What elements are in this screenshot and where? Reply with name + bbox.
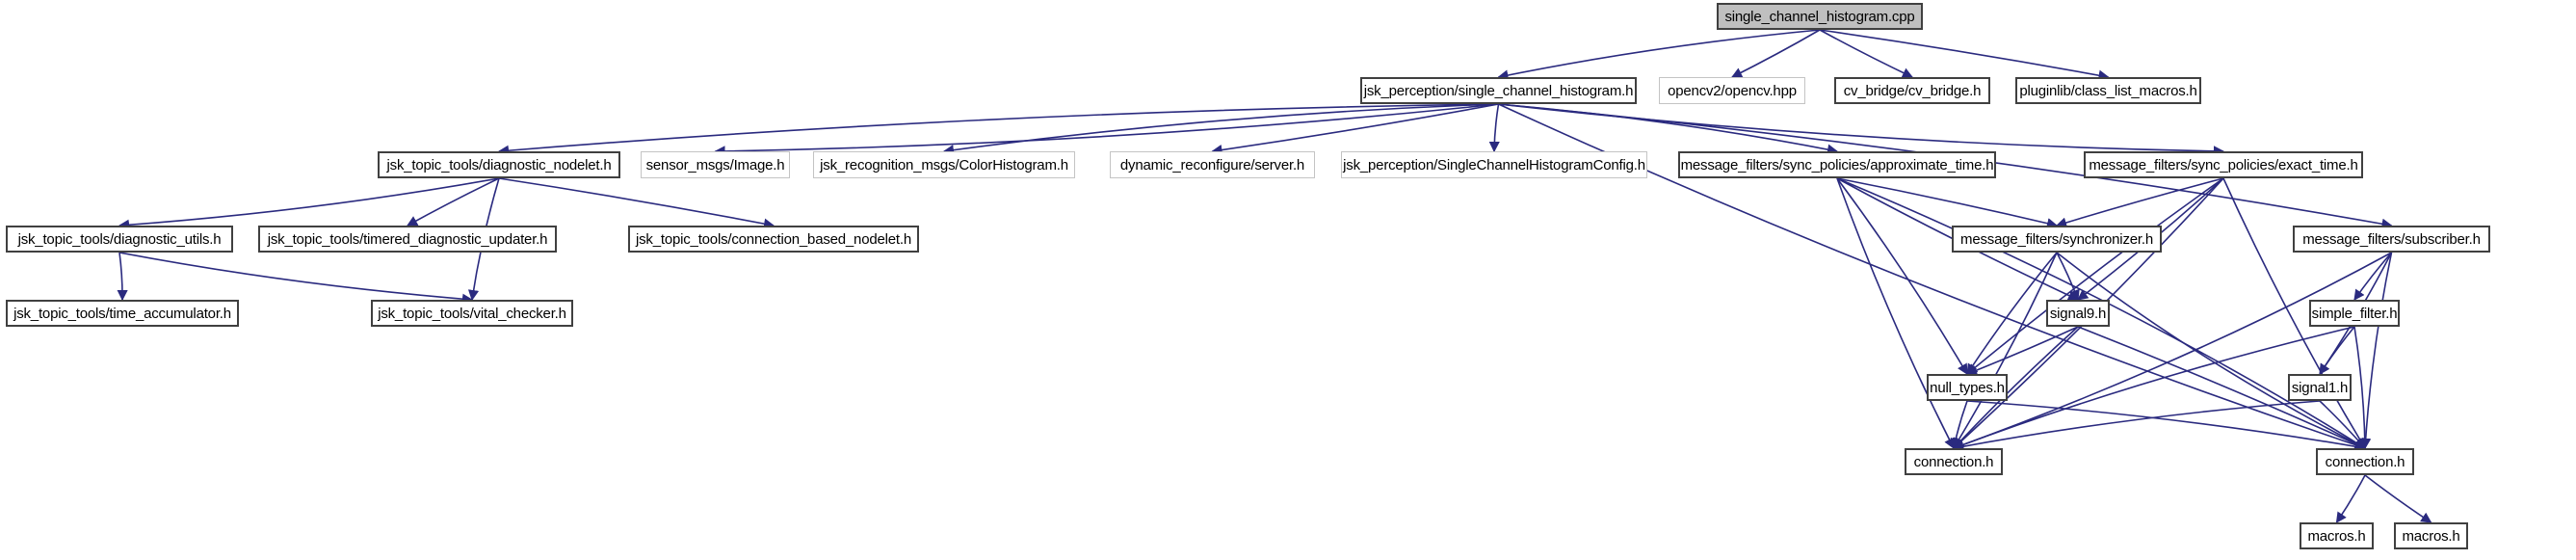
graph-edge-signal1-to-connection_l (1952, 400, 2321, 452)
graph-node-connection_r[interactable]: connection.h (2316, 448, 2414, 475)
graph-edge-jsk_sch_h-to-schcfg (1488, 103, 1500, 153)
graph-node-root[interactable]: single_channel_histogram.cpp (1717, 3, 1923, 30)
graph-edge-connection_r-to-macros_l (2335, 474, 2366, 523)
graph-node-opencv[interactable]: opencv2/opencv.hpp (1659, 77, 1805, 104)
graph-edge-diag_utils-to-vital_checker (118, 252, 474, 305)
graph-edge-jsk_sch_h-to-approx_time (1498, 103, 1839, 155)
graph-edge-exact_time-to-null_types (1966, 177, 2224, 375)
graph-node-vital_checker[interactable]: jsk_topic_tools/vital_checker.h (371, 300, 573, 327)
graph-edge-connection_r-to-macros_r (2364, 474, 2432, 523)
graph-node-simple_filter[interactable]: simple_filter.h (2309, 300, 2400, 327)
graph-node-subscriber[interactable]: message_filters/subscriber.h (2293, 226, 2490, 253)
graph-edge-null_types-to-connection_l (1950, 400, 1968, 450)
graph-edge-root-to-jsk_sch_h (1497, 29, 1821, 81)
graph-node-time_accum[interactable]: jsk_topic_tools/time_accumulator.h (6, 300, 239, 327)
graph-node-sensor_image[interactable]: sensor_msgs/Image.h (641, 151, 790, 178)
graph-edge-exact_time-to-synchronizer (2055, 177, 2224, 228)
graph-node-colorhist[interactable]: jsk_recognition_msgs/ColorHistogram.h (813, 151, 1075, 178)
graph-node-cvbridge[interactable]: cv_bridge/cv_bridge.h (1834, 77, 1990, 104)
graph-edge-signal1-to-connection_r (2319, 400, 2366, 449)
graph-node-jsk_sch_h[interactable]: jsk_perception/single_channel_histogram.… (1360, 77, 1637, 104)
graph-edge-null_types-to-connection_r (1966, 400, 2367, 452)
graph-edge-diag_utils-to-time_accum (117, 252, 128, 302)
graph-node-conn_nodelet[interactable]: jsk_topic_tools/connection_based_nodelet… (628, 226, 919, 253)
graph-node-pluginlib[interactable]: pluginlib/class_list_macros.h (2015, 77, 2201, 104)
graph-node-approx_time[interactable]: message_filters/sync_policies/approximat… (1678, 151, 1996, 178)
graph-node-dynrecfg[interactable]: dynamic_reconfigure/server.h (1110, 151, 1315, 178)
graph-node-synchronizer[interactable]: message_filters/synchronizer.h (1952, 226, 2162, 253)
graph-node-exact_time[interactable]: message_filters/sync_policies/exact_time… (2084, 151, 2363, 178)
graph-node-signal1[interactable]: signal1.h (2288, 374, 2352, 401)
graph-edge-simple_filter-to-signal1 (2319, 326, 2355, 375)
graph-edge-jsk_sch_h-to-colorhist (942, 103, 1499, 156)
graph-edge-subscriber-to-simple_filter (2353, 252, 2393, 301)
graph-node-timered[interactable]: jsk_topic_tools/timered_diagnostic_updat… (258, 226, 557, 253)
graph-node-macros_l[interactable]: macros.h (2300, 522, 2374, 549)
graph-edge-synchronizer-to-connection_l (1953, 252, 2058, 449)
graph-edge-simple_filter-to-connection_r (2353, 326, 2371, 450)
graph-edge-approx_time-to-synchronizer (1836, 177, 2059, 229)
graph-edge-root-to-pluginlib (1819, 29, 2110, 81)
graph-node-null_types[interactable]: null_types.h (1927, 374, 2008, 401)
graph-edge-synchronizer-to-null_types (1966, 252, 2058, 375)
graph-edge-root-to-cvbridge (1819, 29, 1914, 78)
graph-edge-root-to-opencv (1730, 29, 1821, 78)
graph-node-connection_l[interactable]: connection.h (1905, 448, 2003, 475)
graph-edge-diag_nodelet-to-conn_nodelet (498, 177, 775, 229)
graph-node-macros_r[interactable]: macros.h (2394, 522, 2468, 549)
graph-node-schcfg[interactable]: jsk_perception/SingleChannelHistogramCon… (1341, 151, 1647, 178)
graph-edge-signal9-to-null_types (1965, 326, 2079, 376)
graph-node-diag_nodelet[interactable]: jsk_topic_tools/diagnostic_nodelet.h (378, 151, 620, 178)
graph-edge-jsk_sch_h-to-dynrecfg (1211, 103, 1499, 156)
graph-edge-subscriber-to-connection_r (2360, 252, 2393, 450)
graph-edge-approx_time-to-null_types (1836, 177, 1968, 375)
graph-edge-jsk_sch_h-to-exact_time (1498, 103, 2225, 157)
graph-edge-subscriber-to-connection_l (1952, 252, 2392, 450)
graph-edge-diag_nodelet-to-diag_utils (118, 177, 500, 230)
graph-edge-diag_nodelet-to-timered (407, 177, 500, 227)
graph-edge-synchronizer-to-signal9 (2056, 252, 2080, 302)
graph-edge-jsk_sch_h-to-diag_nodelet (497, 103, 1499, 156)
graph-edge-approx_time-to-connection_l (1836, 177, 1955, 449)
graph-node-signal9[interactable]: signal9.h (2046, 300, 2110, 327)
graph-edge-synchronizer-to-connection_r (2056, 252, 2366, 449)
graph-edge-jsk_sch_h-to-sensor_image (714, 103, 1499, 157)
graph-node-diag_utils[interactable]: jsk_topic_tools/diagnostic_utils.h (6, 226, 233, 253)
